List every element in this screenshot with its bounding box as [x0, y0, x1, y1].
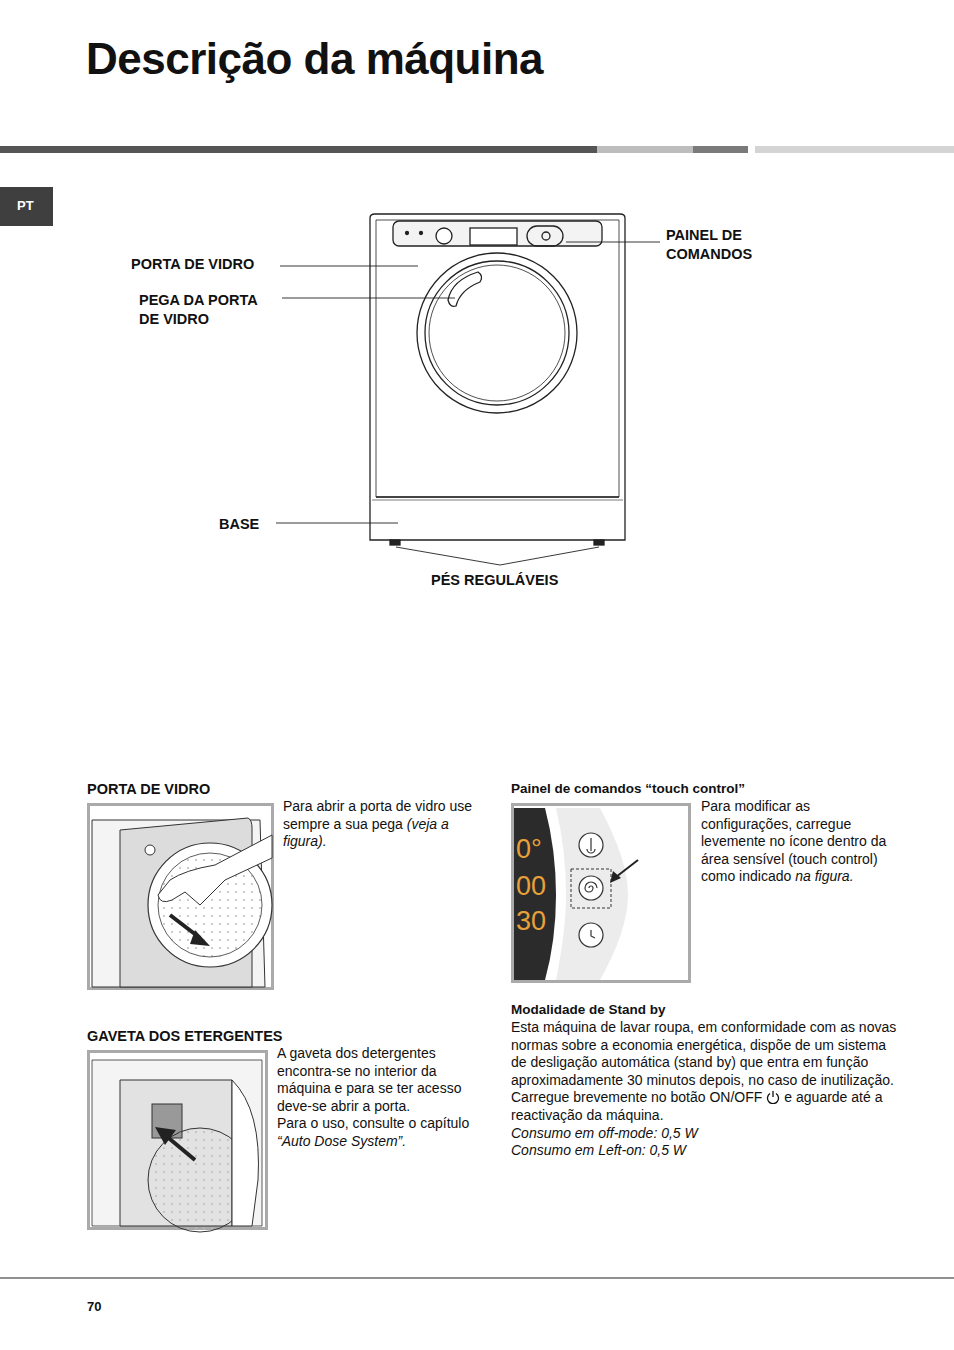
leader-lines: [276, 242, 660, 565]
power-icon: [766, 1090, 780, 1104]
text-paragraph: Para modificar as configurações, carregu…: [701, 798, 901, 886]
drawer-figure: [89, 1052, 267, 1233]
header-bar: [0, 146, 954, 153]
section-heading: Modalidade de Stand by: [511, 1002, 666, 1017]
display-digits: 00: [516, 871, 546, 902]
display-digits: 30: [516, 906, 546, 937]
body-text: “Auto Dose System”.: [277, 1133, 406, 1149]
part-label: BASE: [219, 516, 259, 532]
section-heading: PORTA DE VIDRO: [87, 781, 210, 797]
part-label: PÉS REGULÁVEIS: [431, 572, 558, 588]
touch-panel-figure: [513, 805, 690, 982]
body-text: Para o uso, consulte o capítulo: [277, 1115, 469, 1131]
body-text: Consumo em Left-on: 0,5 W: [511, 1142, 903, 1160]
body-text: na figura.: [795, 868, 853, 884]
body-text: Para modificar as configurações, carregu…: [701, 798, 886, 884]
washing-machine: [370, 214, 625, 545]
part-label: PAINEL DE COMANDOS: [666, 226, 776, 264]
text-paragraph: A gaveta dos detergentes encontra-se no …: [277, 1045, 482, 1151]
display-digits: 0°: [516, 834, 542, 865]
language-tab-text: PT: [17, 198, 34, 213]
body-text: A gaveta dos detergentes encontra-se no …: [277, 1045, 482, 1115]
door-figure: [89, 805, 273, 989]
part-label: PEGA DA PORTA DE VIDRO: [139, 291, 279, 329]
body-text: Consumo em off-mode: 0,5 W: [511, 1125, 903, 1143]
text-paragraph: Esta máquina de lavar roupa, em conformi…: [511, 1019, 903, 1160]
language-tab: [0, 187, 53, 226]
part-label: PORTA DE VIDRO: [131, 256, 254, 272]
page-number: 70: [87, 1299, 101, 1314]
text-paragraph: Para abrir a porta de vidro use sempre a…: [283, 798, 478, 851]
footer-rule: [0, 1277, 954, 1278]
section-heading: GAVETA DOS ETERGENTES: [87, 1028, 283, 1044]
section-heading: Painel de comandos “touch control”: [511, 781, 745, 796]
page-title: Descrição da máquina: [86, 34, 543, 84]
